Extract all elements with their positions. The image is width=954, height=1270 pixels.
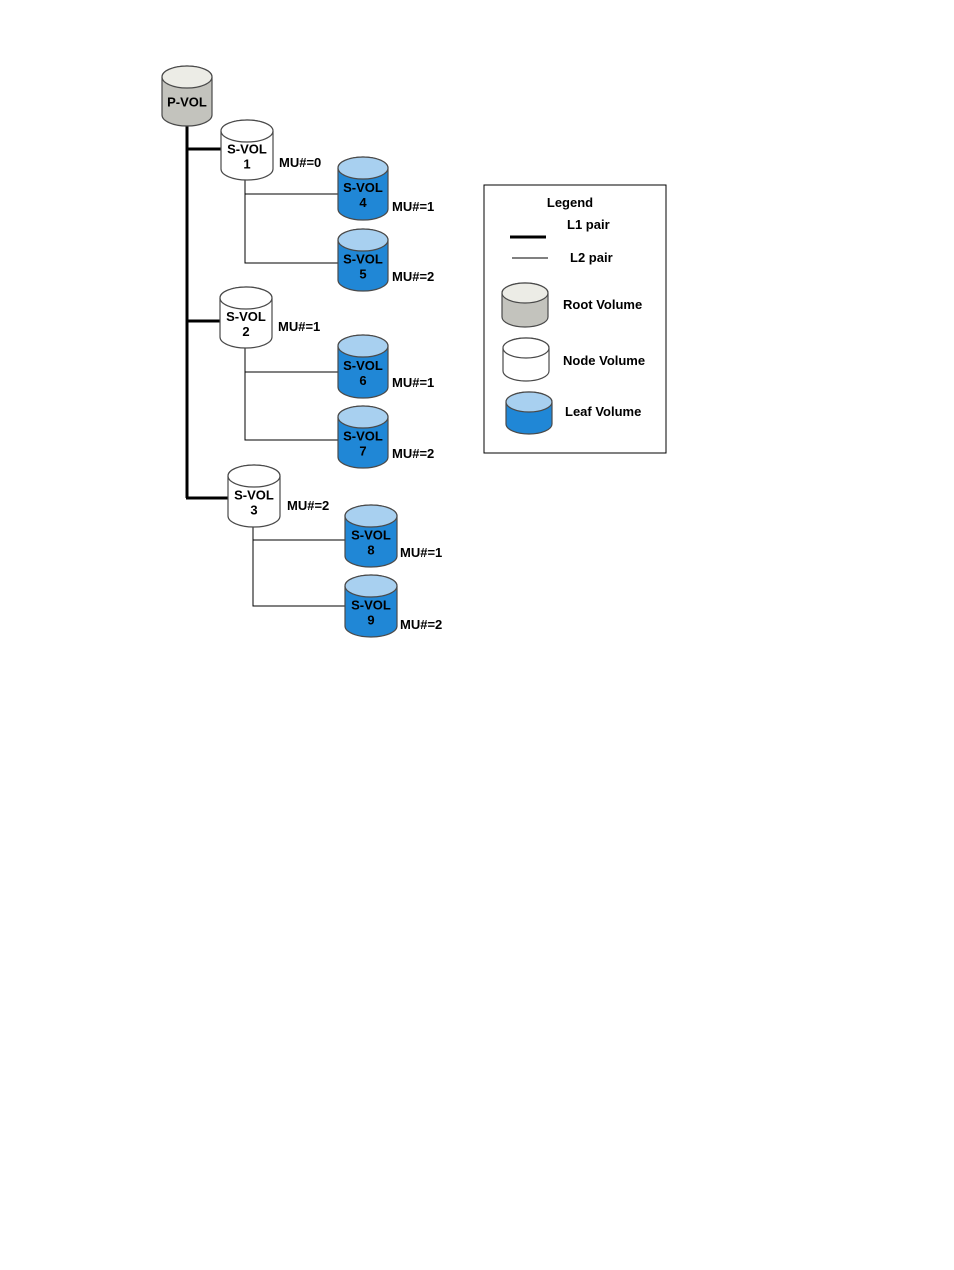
s-vol-8-name: S-VOL [351,528,391,543]
legend-leaf-icon [506,392,552,434]
mu-label-s-vol-5: MU#=2 [392,269,434,284]
p-vol-name: P-VOL [167,95,207,110]
legend-leaf-icon-top [506,392,552,412]
legend-root-icon-top [502,283,548,303]
s-vol-2-name: S-VOL [226,309,266,324]
l2-line-s-vol-9 [253,540,346,606]
l2-line-s-vol-7 [245,372,339,440]
s-vol-9-number: 9 [367,613,374,628]
l2-pair-lines [245,178,346,606]
l2-line-s-vol-6 [245,346,339,372]
legend-leaf-label: Leaf Volume [565,404,641,419]
mu-label-s-vol-8: MU#=1 [400,545,442,560]
s-vol-5-name: S-VOL [343,252,383,267]
s-vol-6-number: 6 [359,373,366,388]
legend-node-icon [503,338,549,381]
mu-label-s-vol-3: MU#=2 [287,498,329,513]
legend-node-icon-top [503,338,549,358]
s-vol-1-number: 1 [243,157,250,172]
legend-title: Legend [547,195,593,210]
s-vol-4-top [338,157,388,179]
l2-line-s-vol-4 [245,178,339,194]
s-vol-2-number: 2 [242,324,249,339]
l2-line-s-vol-5 [245,194,339,263]
s-vol-3-number: 3 [250,503,257,518]
p-vol-top [162,66,212,88]
s-vol-3-top [228,465,280,487]
legend: Legend L1 pair L2 pair Root Volume Node … [484,185,666,453]
s-vol-1-top [221,120,273,142]
legend-root-icon [502,283,548,327]
s-vol-8-top [345,505,397,527]
s-vol-5-top [338,229,388,251]
s-vol-8-number: 8 [367,543,374,558]
mu-label-s-vol-7: MU#=2 [392,446,434,461]
s-vol-3-name: S-VOL [234,488,274,503]
mu-label-s-vol-9: MU#=2 [400,617,442,632]
s-vol-9-name: S-VOL [351,598,391,613]
s-vol-7-top [338,406,388,428]
legend-node-label: Node Volume [563,353,645,368]
l2-line-s-vol-8 [253,524,346,540]
volumes-layer: P-VOLS-VOL1S-VOL4S-VOL5S-VOL2S-VOL6S-VOL… [162,66,397,637]
s-vol-5-number: 5 [359,267,366,282]
s-vol-2-top [220,287,272,309]
legend-root-label: Root Volume [563,297,642,312]
legend-l2-label: L2 pair [570,250,613,265]
s-vol-7-number: 7 [359,444,366,459]
mu-label-s-vol-6: MU#=1 [392,375,434,390]
s-vol-6-name: S-VOL [343,358,383,373]
s-vol-1-name: S-VOL [227,142,267,157]
s-vol-4-name: S-VOL [343,180,383,195]
s-vol-7-name: S-VOL [343,429,383,444]
legend-icons [502,283,552,434]
s-vol-4-number: 4 [359,195,367,210]
s-vol-6-top [338,335,388,357]
s-vol-9-top [345,575,397,597]
mu-label-s-vol-1: MU#=0 [279,155,321,170]
mu-label-s-vol-2: MU#=1 [278,319,320,334]
legend-l1-label: L1 pair [567,217,610,232]
mu-label-s-vol-4: MU#=1 [392,199,434,214]
p-vol: P-VOL [162,66,212,126]
